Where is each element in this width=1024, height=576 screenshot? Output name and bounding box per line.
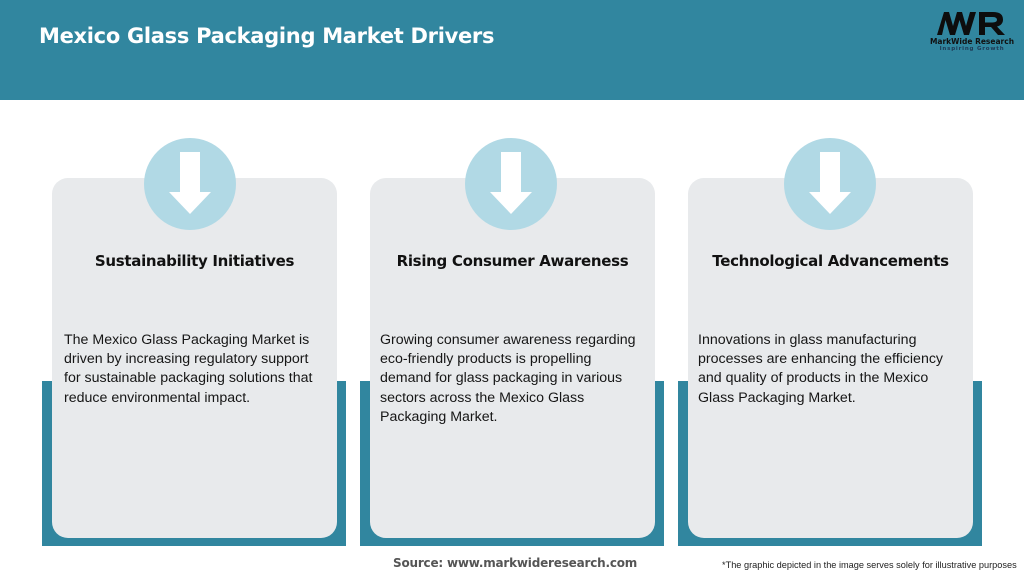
- card-description: The Mexico Glass Packaging Market is dri…: [64, 332, 313, 406]
- driver-card-sustainability: Sustainability Initiatives The Mexico Gl…: [52, 178, 337, 538]
- markwide-logo: MarkWide Research Inspiring Growth: [922, 10, 1022, 58]
- card-title: Sustainability Initiatives: [94, 252, 295, 270]
- arrow-down-icon: [144, 138, 236, 230]
- arrow-down-icon: [784, 138, 876, 230]
- page-title: Mexico Glass Packaging Market Drivers: [39, 24, 495, 48]
- driver-card-consumer-awareness: Rising Consumer Awareness Growing consum…: [370, 178, 655, 538]
- card-description: Growing consumer awareness regarding eco…: [380, 332, 636, 425]
- source-credit: Source: www.markwideresearch.com: [393, 556, 638, 570]
- driver-card-technology: Technological Advancements Innovations i…: [688, 178, 973, 538]
- card-title: Rising Consumer Awareness: [396, 252, 629, 270]
- mwr-logo-icon: [937, 12, 1005, 35]
- logo-name: MarkWide Research: [929, 37, 1015, 46]
- card-title: Technological Advancements: [712, 252, 949, 270]
- header-banner: Mexico Glass Packaging Market Drivers Ma…: [0, 0, 1024, 100]
- logo-tagline: Inspiring Growth: [939, 46, 1005, 52]
- arrow-down-icon: [465, 138, 557, 230]
- card-description: Innovations in glass manufacturing proce…: [698, 332, 944, 406]
- disclaimer-note: *The graphic depicted in the image serve…: [722, 560, 1017, 570]
